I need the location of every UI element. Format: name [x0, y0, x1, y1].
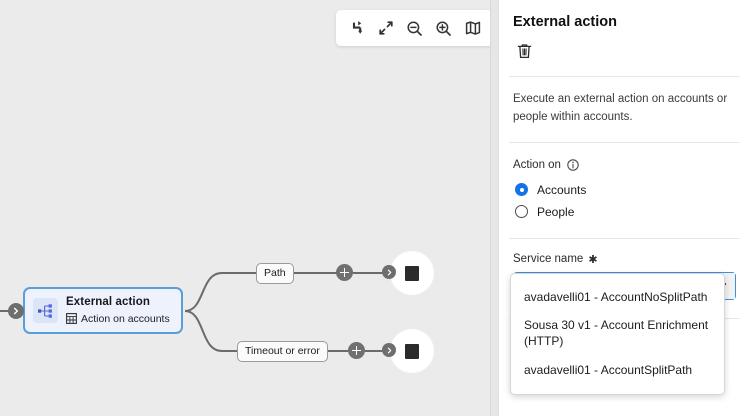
radio-people-label: People [537, 204, 575, 219]
panel-gutter [490, 0, 498, 416]
zoom-out-icon [407, 20, 422, 36]
trash-icon [517, 44, 531, 59]
branch-label-timeout-or-error[interactable]: Timeout or error [237, 341, 328, 362]
node-subtitle: Action on accounts [81, 312, 170, 325]
stop-square-icon [405, 343, 419, 359]
dropdown-option[interactable]: avadavelli01 - AccountSplitPath [524, 362, 693, 377]
chevron-right-icon [13, 307, 19, 315]
panel-header: External action [499, 0, 750, 76]
info-icon[interactable] [567, 158, 579, 171]
end-node-timeout[interactable] [394, 333, 430, 369]
add-step-button-path[interactable] [336, 264, 353, 281]
divider [509, 141, 740, 143]
service-name-label-row: Service name ✱ [513, 239, 736, 272]
zoom-in-icon-button[interactable] [429, 14, 458, 43]
node-subtitle-row: Action on accounts [66, 313, 170, 325]
node-icon-container [33, 298, 58, 323]
divider [509, 76, 740, 77]
delete-button[interactable] [513, 40, 535, 62]
minimap-icon-button[interactable] [458, 14, 487, 43]
zoom-out-icon-button[interactable] [400, 14, 429, 43]
action-on-section: Action on Accounts People [499, 143, 750, 223]
radio-accounts-label: Accounts [537, 182, 587, 197]
collapse-icon [378, 21, 393, 35]
required-marker: ✱ [588, 253, 598, 266]
branch-label-path[interactable]: Path [256, 263, 294, 284]
minimap-icon [465, 21, 480, 35]
service-name-label: Service name [513, 253, 584, 266]
split-path-icon [38, 303, 52, 318]
collapse-icon-button[interactable] [371, 14, 400, 43]
radio-option-people[interactable]: People [513, 201, 736, 223]
radio-accounts-icon [515, 183, 528, 197]
table-icon [66, 313, 77, 325]
node-collapse-handle[interactable] [8, 303, 24, 319]
workflow-canvas[interactable]: External action Action on accounts Path … [0, 0, 490, 416]
action-on-label-row: Action on [513, 143, 736, 179]
undo-redo-icon-button[interactable] [342, 14, 371, 43]
end-node-chevron-timeout[interactable] [382, 343, 396, 357]
action-on-label: Action on [513, 158, 561, 171]
chevron-right-icon [387, 269, 391, 275]
dropdown-option[interactable]: Sousa 30 v1 - Account Enrichment (HTTP) [524, 318, 709, 349]
zoom-in-icon [436, 20, 451, 36]
service-name-dropdown-list[interactable]: avadavelli01 - AccountNoSplitPath Sousa … [510, 273, 725, 395]
node-external-action[interactable]: External action Action on accounts [23, 287, 183, 334]
panel-title: External action [513, 14, 617, 30]
radio-people-icon [515, 205, 528, 219]
add-step-button-timeout[interactable] [348, 342, 365, 359]
node-title: External action [66, 296, 150, 309]
chevron-right-icon [387, 347, 391, 353]
divider [509, 237, 740, 239]
radio-option-accounts[interactable]: Accounts [513, 179, 736, 201]
panel-actions [513, 30, 736, 76]
undo-redo-icon [352, 21, 362, 34]
node-text-block: External action Action on accounts [66, 296, 170, 324]
panel-description-section: Execute an external action on accounts o… [499, 77, 750, 142]
panel-description: Execute an external action on accounts o… [513, 93, 728, 123]
canvas-toolbar[interactable] [336, 10, 490, 46]
end-node-chevron-path[interactable] [382, 265, 396, 279]
stop-square-icon [405, 265, 419, 281]
end-node-path[interactable] [394, 255, 430, 291]
dropdown-option[interactable]: avadavelli01 - AccountNoSplitPath [524, 290, 708, 304]
